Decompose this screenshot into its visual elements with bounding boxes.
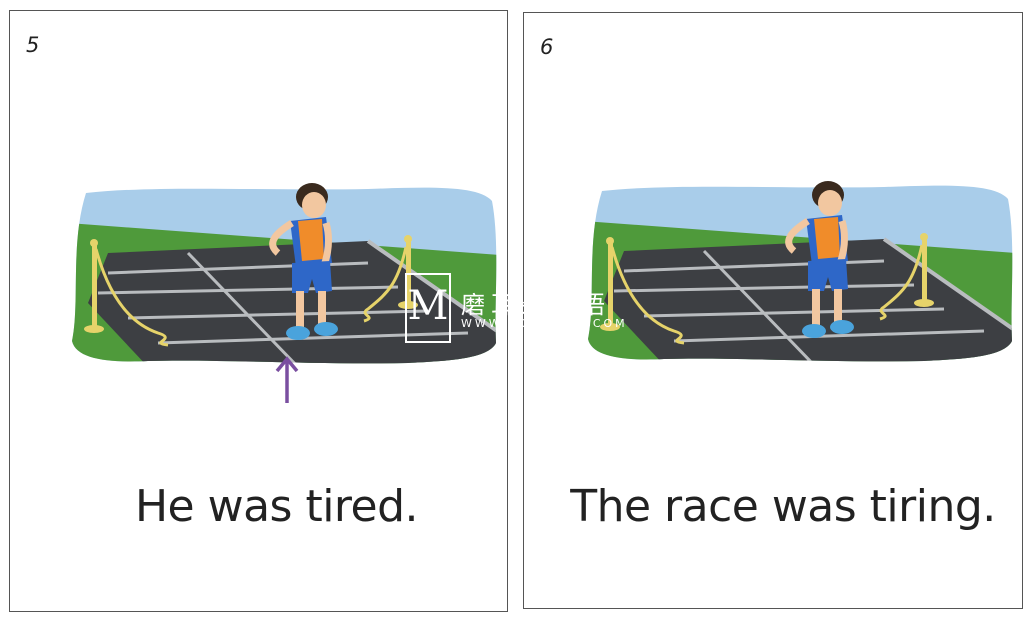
- rope-barrier: [84, 235, 418, 347]
- watermark: M 磨耳朵英语 WWW.MOERDUO.COM: [405, 273, 645, 347]
- up-arrow-icon: [275, 356, 299, 403]
- tired-boy: [785, 181, 854, 338]
- watermark-logo: M: [405, 273, 451, 343]
- caption: He was tired.: [134, 481, 419, 532]
- race-track-illustration: [72, 183, 497, 364]
- rope-barrier: [600, 233, 934, 345]
- watermark-title: 磨耳朵英语: [461, 291, 611, 319]
- tired-boy: [269, 183, 338, 340]
- page-number: 6: [540, 35, 554, 59]
- watermark-url: WWW.MOERDUO.COM: [461, 317, 628, 330]
- caption: The race was tiring.: [570, 481, 996, 532]
- race-track-illustration: [588, 181, 1013, 362]
- page-5: 5: [9, 10, 508, 612]
- page-6: 6: [523, 12, 1023, 609]
- page-number: 5: [26, 33, 40, 57]
